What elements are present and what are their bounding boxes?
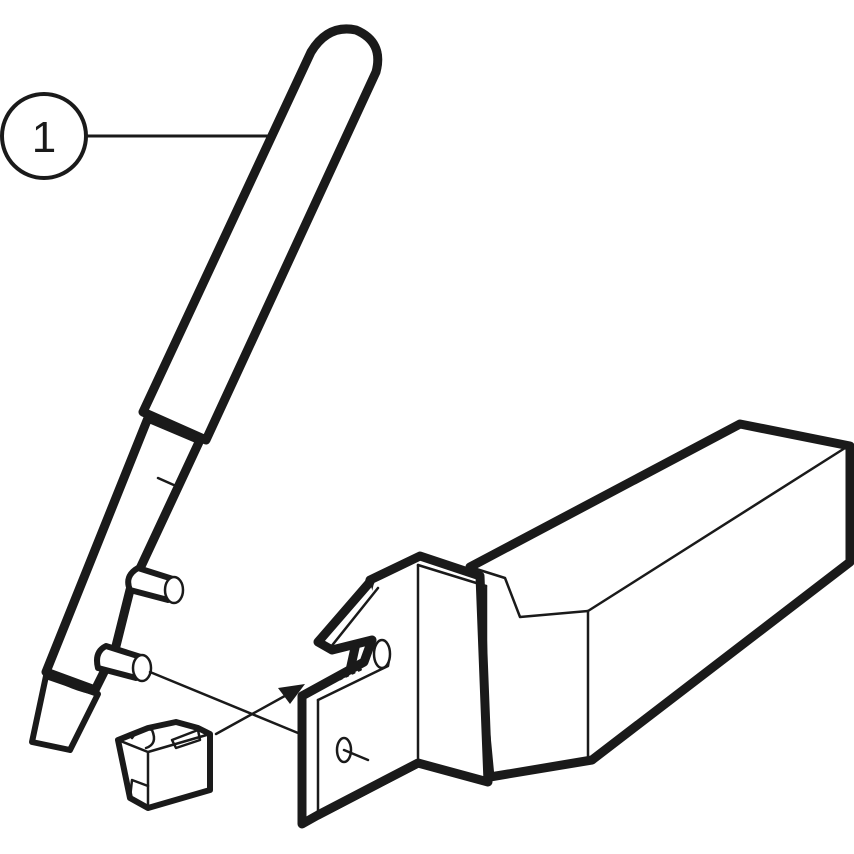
holder-shank (465, 419, 854, 782)
shank-step (468, 565, 590, 619)
insert-slot (170, 728, 202, 750)
arrow-head-icon (278, 684, 305, 704)
insert-body (115, 719, 213, 811)
key-collar-line (148, 418, 200, 442)
seat-pin-hole (372, 638, 392, 670)
insert-bottom-edge (128, 778, 150, 800)
key-handle (138, 24, 383, 445)
holder-blade (297, 577, 423, 829)
insert-chipbreaker (130, 727, 156, 750)
head-top-edge (416, 563, 488, 588)
insert-arrow-line (214, 690, 294, 736)
key-pin-lower (94, 643, 153, 683)
key-tool (29, 24, 383, 753)
callout-1: 1 (0, 92, 272, 180)
blade-upper-edge (328, 586, 380, 650)
key-tip (29, 673, 101, 753)
insert (115, 684, 305, 811)
seat-serration (306, 666, 366, 696)
assembly-guide-line (148, 670, 300, 735)
key-hole-line (342, 748, 370, 762)
key-mark (156, 476, 178, 488)
key-pin-upper (125, 565, 185, 605)
callout-label: 1 (32, 113, 56, 162)
key-tip-line (48, 674, 98, 696)
shank-top-edge (586, 446, 847, 613)
blade-holder (297, 419, 854, 829)
callout-circle (0, 92, 88, 180)
